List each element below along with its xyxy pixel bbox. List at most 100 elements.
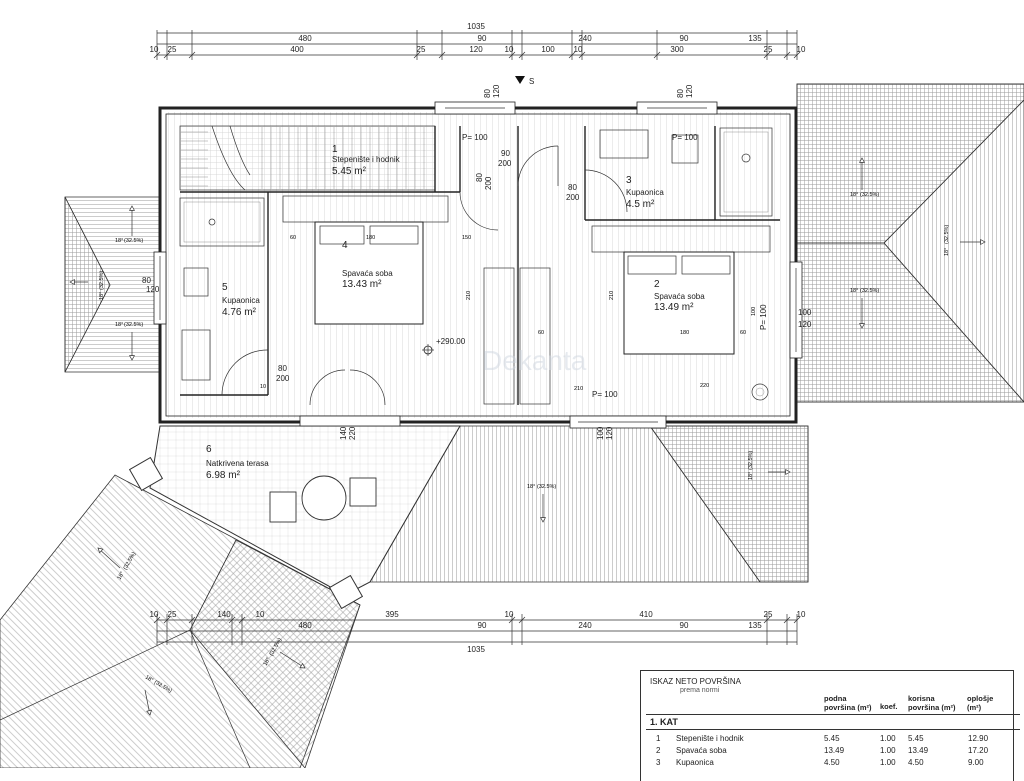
top-total-dim: 1035 bbox=[467, 22, 485, 31]
bottom-total-dim: 1035 bbox=[467, 645, 485, 654]
shower-3 bbox=[719, 127, 773, 217]
table-header-coef: koef. bbox=[880, 702, 898, 711]
svg-text:10: 10 bbox=[150, 45, 159, 54]
svg-text:Spavaća soba: Spavaća soba bbox=[654, 292, 705, 301]
room-labels: 1 Stepenište i hodnik 5.45 m² 2 Spavaća … bbox=[206, 144, 705, 481]
terrace-chair bbox=[269, 491, 297, 523]
svg-text:18°: 18° bbox=[144, 675, 154, 684]
roof-left bbox=[64, 196, 161, 373]
svg-text:135: 135 bbox=[748, 621, 762, 630]
area-table bbox=[640, 670, 1014, 781]
svg-text:180: 180 bbox=[680, 330, 689, 336]
svg-text:4.76 m²: 4.76 m² bbox=[222, 307, 257, 318]
svg-text:400: 400 bbox=[290, 45, 304, 54]
svg-text:18°: 18° bbox=[944, 248, 950, 256]
svg-text:200: 200 bbox=[484, 176, 493, 190]
svg-text:210: 210 bbox=[609, 291, 615, 300]
section-marker-icon bbox=[515, 76, 525, 84]
svg-text:395: 395 bbox=[385, 610, 399, 619]
svg-text:P= 100: P= 100 bbox=[592, 390, 618, 399]
svg-text:240: 240 bbox=[578, 34, 592, 43]
shower-5 bbox=[179, 197, 265, 247]
svg-text:(32.5%): (32.5%) bbox=[124, 322, 143, 328]
svg-text:60: 60 bbox=[740, 330, 746, 336]
svg-text:10: 10 bbox=[260, 384, 266, 390]
bed-2 bbox=[623, 251, 735, 355]
toilet-3 bbox=[671, 134, 699, 164]
svg-text:10: 10 bbox=[574, 45, 583, 54]
svg-text:10: 10 bbox=[797, 610, 806, 619]
svg-text:120: 120 bbox=[685, 84, 694, 98]
svg-text:18°: 18° bbox=[117, 571, 126, 581]
watermark-logo: Dekanta bbox=[482, 345, 587, 376]
svg-text:150: 150 bbox=[462, 235, 471, 241]
building-floor-plan bbox=[153, 101, 803, 429]
svg-text:4: 4 bbox=[342, 240, 348, 251]
bed-4 bbox=[314, 221, 424, 325]
top-dimension-lines: 1035 480 90 240 90 135 10 25 400 25 120 … bbox=[150, 22, 806, 60]
svg-text:60: 60 bbox=[290, 235, 296, 241]
svg-text:100: 100 bbox=[596, 426, 605, 440]
table-title: ISKAZ NETO POVRŠINA bbox=[650, 677, 741, 686]
svg-text:Spavaća soba: Spavaća soba bbox=[342, 269, 393, 278]
svg-text:220: 220 bbox=[348, 426, 357, 440]
table-section: 1. KAT bbox=[646, 714, 1020, 730]
bottom-dimension-lines: 10 25 140 10 395 10 410 25 10 480 90 240… bbox=[150, 610, 806, 654]
table-header-surface: oplošje (m²) bbox=[967, 694, 994, 712]
svg-text:18°: 18° bbox=[263, 657, 272, 667]
roof-right bbox=[796, 83, 1024, 403]
wardrobe bbox=[483, 267, 515, 405]
table-header-useful: korisna površina (m²) bbox=[908, 694, 956, 712]
sink-5 bbox=[181, 329, 211, 381]
svg-text:210: 210 bbox=[574, 386, 583, 392]
floor-drain bbox=[751, 383, 769, 401]
svg-text:25: 25 bbox=[168, 610, 177, 619]
svg-text:6: 6 bbox=[206, 444, 212, 455]
svg-text:120: 120 bbox=[492, 84, 501, 98]
svg-text:200: 200 bbox=[498, 159, 512, 168]
svg-text:80: 80 bbox=[568, 183, 577, 192]
svg-text:13.49 m²: 13.49 m² bbox=[654, 302, 694, 313]
svg-text:18°: 18° bbox=[99, 292, 105, 300]
svg-text:90: 90 bbox=[680, 34, 689, 43]
svg-text:6.98 m²: 6.98 m² bbox=[206, 470, 241, 481]
svg-text:25: 25 bbox=[168, 45, 177, 54]
covered-terrace bbox=[128, 425, 461, 610]
svg-text:90: 90 bbox=[478, 34, 487, 43]
svg-text:120: 120 bbox=[146, 285, 160, 294]
svg-text:60: 60 bbox=[538, 330, 544, 336]
svg-text:120: 120 bbox=[798, 320, 812, 329]
svg-text:90: 90 bbox=[501, 149, 510, 158]
svg-text:80: 80 bbox=[676, 89, 685, 98]
svg-text:10: 10 bbox=[256, 610, 265, 619]
svg-text:200: 200 bbox=[276, 374, 290, 383]
svg-text:80: 80 bbox=[142, 276, 151, 285]
svg-text:4.5 m²: 4.5 m² bbox=[626, 199, 655, 210]
toilet-5 bbox=[183, 267, 209, 297]
table-subtitle: prema normi bbox=[680, 687, 720, 694]
svg-text:P= 100: P= 100 bbox=[759, 304, 768, 330]
svg-text:120: 120 bbox=[469, 45, 483, 54]
svg-text:200: 200 bbox=[566, 193, 580, 202]
svg-text:25: 25 bbox=[764, 45, 773, 54]
svg-text:(32.5%): (32.5%) bbox=[748, 451, 754, 470]
svg-text:(32.5%): (32.5%) bbox=[860, 288, 879, 294]
wardrobe bbox=[519, 267, 551, 405]
svg-text:480: 480 bbox=[298, 621, 312, 630]
roof-bottom-left bbox=[0, 474, 361, 768]
section-marker-label: S bbox=[529, 77, 534, 86]
svg-text:3: 3 bbox=[626, 175, 632, 186]
svg-text:Kupaonica: Kupaonica bbox=[626, 188, 664, 197]
svg-text:18°: 18° bbox=[850, 288, 858, 294]
terrace-table bbox=[301, 475, 347, 521]
svg-text:10: 10 bbox=[505, 45, 514, 54]
level-mark-label: +290.00 bbox=[436, 337, 466, 346]
table-header-floor: podna površina (m²) bbox=[824, 694, 872, 712]
terrace-chair bbox=[349, 477, 377, 507]
svg-text:220: 220 bbox=[700, 383, 709, 389]
svg-text:90: 90 bbox=[478, 621, 487, 630]
svg-text:135: 135 bbox=[748, 34, 762, 43]
svg-text:18°: 18° bbox=[748, 472, 754, 480]
interior-dimensions: 60 180 150 60 180 60 100 210 210 210 220… bbox=[260, 235, 757, 392]
